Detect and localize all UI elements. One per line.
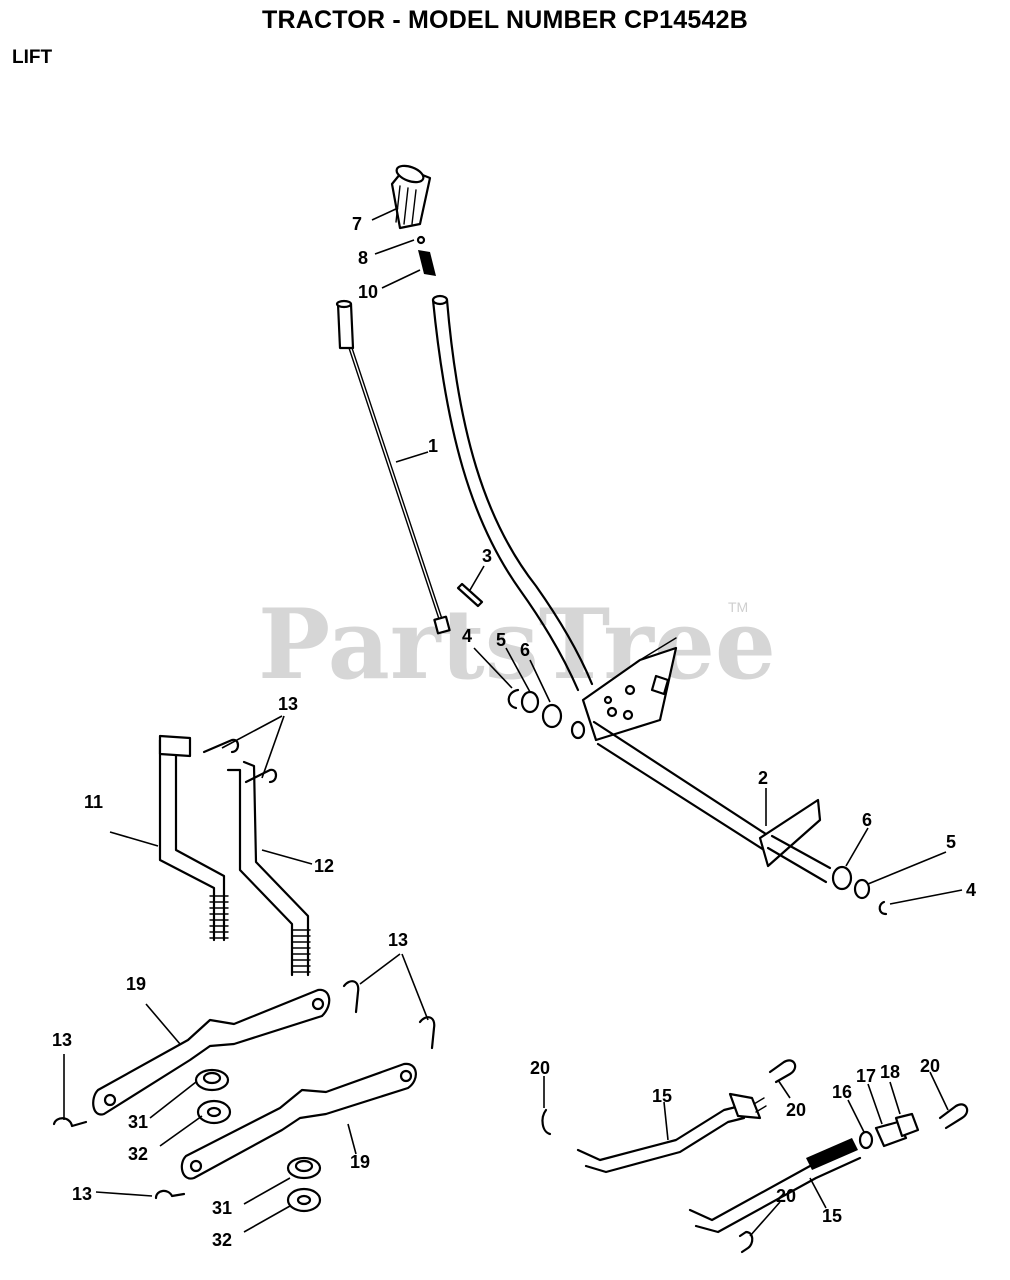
callout-16: 16 (832, 1082, 852, 1102)
watermark: PartsTree TM (258, 588, 776, 701)
callout-13-left: 13 (52, 1030, 72, 1050)
callout-7: 7 (352, 214, 362, 234)
part-13-clip-bottom[interactable] (154, 1189, 186, 1200)
part-20-clip-c[interactable] (938, 1103, 969, 1130)
watermark-text: PartsTree (258, 588, 776, 701)
callout-11: 11 (84, 792, 103, 812)
part-6-bushing-right[interactable] (831, 865, 853, 891)
callout-3: 3 (482, 546, 492, 566)
callout-32-lower: 32 (212, 1230, 232, 1250)
watermark-trademark: TM (728, 599, 748, 615)
part-2-shaft[interactable] (592, 720, 832, 884)
callout-20-mid: 20 (786, 1100, 806, 1120)
callout-20-left: 20 (530, 1058, 550, 1078)
callout-15-lower: 15 (822, 1206, 842, 1226)
callout-19-upper: 19 (126, 974, 146, 994)
callout-20-bottom: 20 (776, 1186, 796, 1206)
callout-5-right: 5 (946, 832, 956, 852)
part-32-spacer-upper[interactable] (196, 1099, 232, 1125)
part-16-washer[interactable] (858, 1130, 874, 1150)
part-31-spring-upper[interactable] (194, 1068, 230, 1092)
callout-13-top: 13 (278, 694, 298, 714)
callout-5-left: 5 (496, 630, 506, 650)
callout-6-right: 6 (862, 810, 872, 830)
part-13-clip-top-a[interactable] (202, 738, 240, 754)
part-20-clip-d[interactable] (738, 1230, 754, 1254)
part-4-clip-left[interactable] (507, 688, 520, 710)
callout-15-upper: 15 (652, 1086, 672, 1106)
callout-19-lower: 19 (350, 1152, 370, 1172)
part-20-clip-a[interactable] (541, 1108, 552, 1136)
part-19-lift-arm-lower[interactable] (180, 1062, 417, 1180)
callout-labels: 7 8 10 1 3 4 5 6 2 6 5 4 13 11 12 13 19 … (52, 214, 976, 1250)
lift-handle-tube[interactable] (431, 294, 594, 692)
callout-18: 18 (880, 1062, 900, 1082)
callout-12: 12 (314, 856, 334, 876)
part-20-clip-b[interactable] (768, 1059, 797, 1084)
part-8-ball[interactable] (416, 235, 426, 245)
section-label: LIFT (12, 47, 53, 68)
part-13-clip-mid-a[interactable] (342, 980, 360, 1014)
part-12-lift-link[interactable] (226, 760, 311, 977)
callout-4-right: 4 (966, 880, 976, 900)
part-15-rod-upper[interactable] (576, 1092, 767, 1174)
part-13-clip-top-b[interactable] (244, 768, 278, 784)
lift-bracket-plate[interactable] (581, 637, 678, 742)
part-15-rod-lower[interactable] (688, 1138, 862, 1234)
callout-17: 17 (856, 1066, 876, 1086)
part-13-clip-left[interactable] (52, 1117, 88, 1128)
part-3-pin[interactable] (456, 582, 484, 608)
callout-4-left: 4 (462, 626, 472, 646)
leader-lines (63, 207, 963, 1237)
callout-8: 8 (358, 248, 368, 268)
part-1-rod[interactable] (335, 299, 451, 635)
part-11-lift-link[interactable] (158, 734, 229, 942)
page-title: TRACTOR - MODEL NUMBER CP14542B (262, 6, 748, 34)
callout-1: 1 (428, 436, 438, 456)
callout-2: 2 (758, 768, 768, 788)
part-18-nut[interactable] (894, 1112, 920, 1138)
part-31-spring-lower[interactable] (286, 1156, 322, 1180)
part-7-grip[interactable] (390, 163, 432, 230)
callout-13-bottom: 13 (72, 1184, 92, 1204)
callout-10: 10 (358, 282, 378, 302)
callout-13-mid: 13 (388, 930, 408, 950)
part-5-washer-right[interactable] (853, 878, 871, 900)
part-6-bushing-left[interactable] (541, 703, 586, 740)
callout-32-upper: 32 (128, 1144, 148, 1164)
part-32-spacer-lower[interactable] (286, 1187, 322, 1213)
part-13-clip-mid-b[interactable] (418, 1016, 436, 1050)
callout-6-left: 6 (520, 640, 530, 660)
part-4-clip-right[interactable] (878, 900, 888, 916)
part-10-spring[interactable] (418, 250, 436, 276)
callout-31-upper: 31 (128, 1112, 148, 1132)
callout-31-lower: 31 (212, 1198, 232, 1218)
part-19-lift-arm-upper[interactable] (92, 988, 331, 1116)
callout-20-right: 20 (920, 1056, 940, 1076)
